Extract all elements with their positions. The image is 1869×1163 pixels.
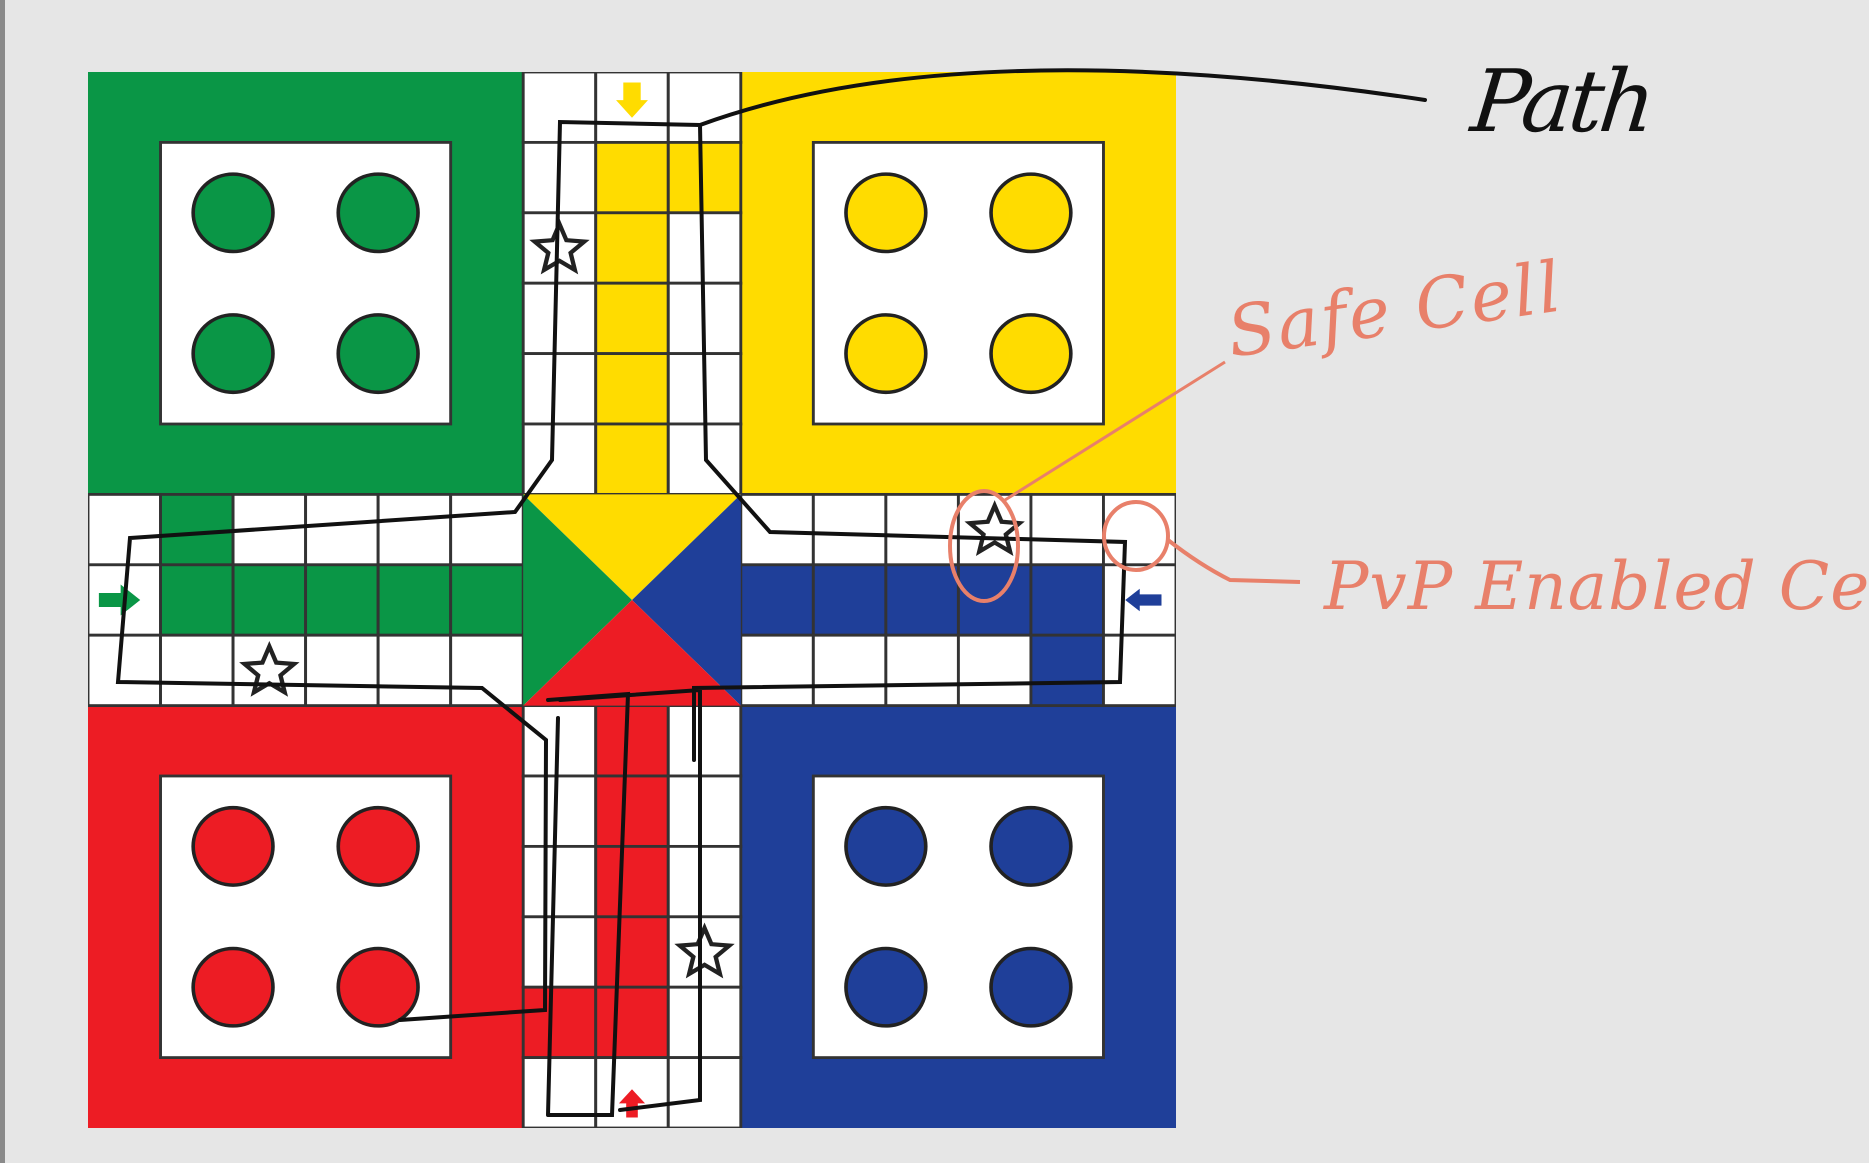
board-cell (956, 633, 1033, 708)
pvp-cell-pointer (1166, 538, 1301, 584)
board-cell (666, 140, 743, 215)
board-cell (521, 915, 598, 989)
safe-cell-label: Safe Cell (1222, 245, 1568, 374)
ludo-board-grid (88, 72, 1176, 1128)
window-edge (0, 0, 5, 1163)
board-cell (739, 492, 815, 567)
board-cell (1029, 492, 1105, 567)
board-cell (594, 281, 670, 356)
board-cell (666, 422, 743, 496)
path-label: Path (1466, 52, 1657, 152)
token-yellow (989, 313, 1073, 395)
board-cell (1029, 563, 1105, 637)
board-cell (739, 633, 815, 708)
board-cell (666, 352, 743, 426)
board-cell (304, 633, 380, 708)
token-yellow (844, 172, 928, 254)
board-cell (159, 633, 235, 708)
pvp-cell-label: PvP Enabled Cell (1324, 548, 1869, 625)
board-cell (666, 72, 743, 144)
board-cell (594, 774, 670, 848)
token-blue (844, 805, 928, 887)
board-cell (1102, 633, 1176, 708)
token-blue (989, 805, 1073, 887)
board-cell (666, 1056, 743, 1128)
board-cell (1102, 492, 1176, 567)
board-cell (811, 633, 888, 708)
board-cell (666, 211, 743, 285)
token-green (191, 313, 275, 395)
token-red (191, 805, 275, 887)
board-cell (811, 492, 888, 567)
token-green (191, 172, 275, 254)
board-cell (159, 492, 235, 567)
board-cell (521, 422, 598, 496)
board-cell (666, 774, 743, 848)
board-cell (521, 844, 598, 919)
board-cell (231, 492, 308, 567)
board-cell (594, 915, 670, 989)
token-red (336, 805, 420, 887)
board-cell (811, 563, 888, 637)
token-blue (844, 946, 928, 1028)
board-cell (594, 140, 670, 215)
board-cell (449, 492, 525, 567)
board-cell (521, 140, 598, 215)
board-cell (376, 633, 453, 708)
board-cell (376, 563, 453, 637)
board-cell (666, 985, 743, 1060)
board-cell (884, 563, 960, 637)
board-cell (304, 563, 380, 637)
board-cell (521, 1056, 598, 1128)
board-cell (521, 985, 598, 1060)
board-cell (521, 774, 598, 848)
board-cell (666, 704, 743, 778)
token-red (191, 946, 275, 1028)
token-yellow (989, 172, 1073, 254)
board-cell (594, 985, 670, 1060)
board-cell (666, 281, 743, 356)
board-cell (594, 704, 670, 778)
board-cell (449, 633, 525, 708)
board-cell (304, 492, 380, 567)
ludo-board (88, 72, 1176, 1128)
board-cell (521, 704, 598, 778)
board-cell (376, 492, 453, 567)
board-cell (594, 211, 670, 285)
board-cell (594, 844, 670, 919)
token-green (336, 313, 420, 395)
board-cell (666, 844, 743, 919)
board-cell (739, 563, 815, 637)
board-cell (231, 563, 308, 637)
token-blue (989, 946, 1073, 1028)
board-cell (88, 633, 162, 708)
board-cell (521, 281, 598, 356)
board-cell (521, 352, 598, 426)
board-cell (594, 422, 670, 496)
board-cell (449, 563, 525, 637)
token-red (336, 946, 420, 1028)
token-yellow (844, 313, 928, 395)
board-cell (956, 563, 1033, 637)
board-cell (521, 72, 598, 144)
board-cell (594, 352, 670, 426)
board-cell (884, 492, 960, 567)
board-cell (1029, 633, 1105, 708)
token-green (336, 172, 420, 254)
board-cell (88, 492, 162, 567)
board-cell (884, 633, 960, 708)
board-cell (159, 563, 235, 637)
